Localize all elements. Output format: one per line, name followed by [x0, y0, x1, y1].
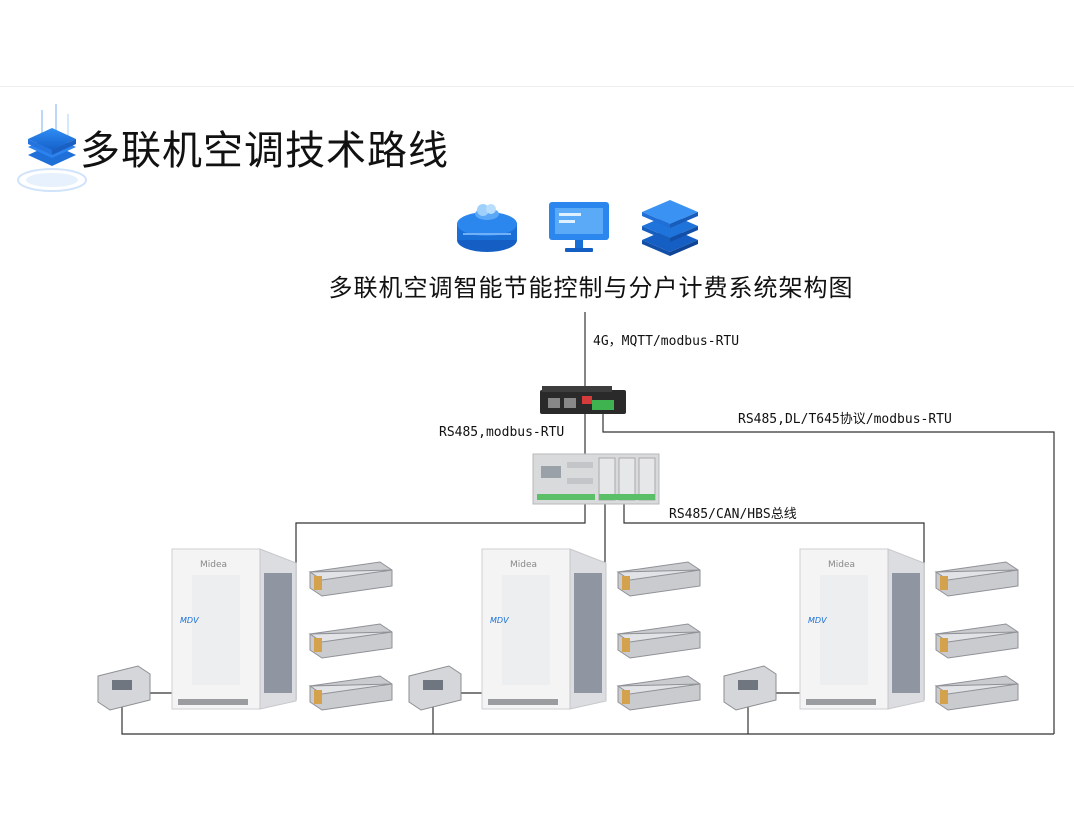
- gateway-device: [540, 386, 626, 414]
- cloud-server-icon: [457, 204, 517, 252]
- cloud-link-label: 4G，MQTT/modbus-RTU: [593, 334, 740, 349]
- database-icon: [642, 200, 698, 256]
- meter-bus-line: [602, 412, 1055, 734]
- model-label-2: MDV: [490, 616, 509, 625]
- monitor-icon: [549, 202, 609, 252]
- page-title: 多联机空调技术路线: [80, 128, 449, 174]
- brand-label-2: Midea: [510, 560, 538, 570]
- outdoor-unit-2: [481, 548, 607, 710]
- brand-label-1: Midea: [200, 560, 228, 570]
- energy-meters: [97, 665, 777, 711]
- outdoor-unit-1: [171, 548, 297, 710]
- model-label-1: MDV: [180, 616, 199, 625]
- model-label-3: MDV: [808, 616, 827, 625]
- ac-bus-label: RS485/CAN/HBS总线: [669, 507, 797, 522]
- meter-bus-label: RS485,DL/T645协议/modbus-RTU: [738, 412, 952, 427]
- outdoor-unit-3: [799, 548, 925, 710]
- top-divider: [0, 86, 1074, 87]
- brand-label-3: Midea: [828, 560, 856, 570]
- layers-logo-icon: [17, 104, 87, 192]
- diagram-title: 多联机空调智能节能控制与分户计费系统架构图: [328, 274, 854, 302]
- gateway-controller-label: RS485,modbus-RTU: [439, 425, 565, 440]
- meter-chain-line: [121, 705, 1054, 735]
- indoor-units: [308, 561, 1019, 711]
- controller-device: [532, 453, 660, 505]
